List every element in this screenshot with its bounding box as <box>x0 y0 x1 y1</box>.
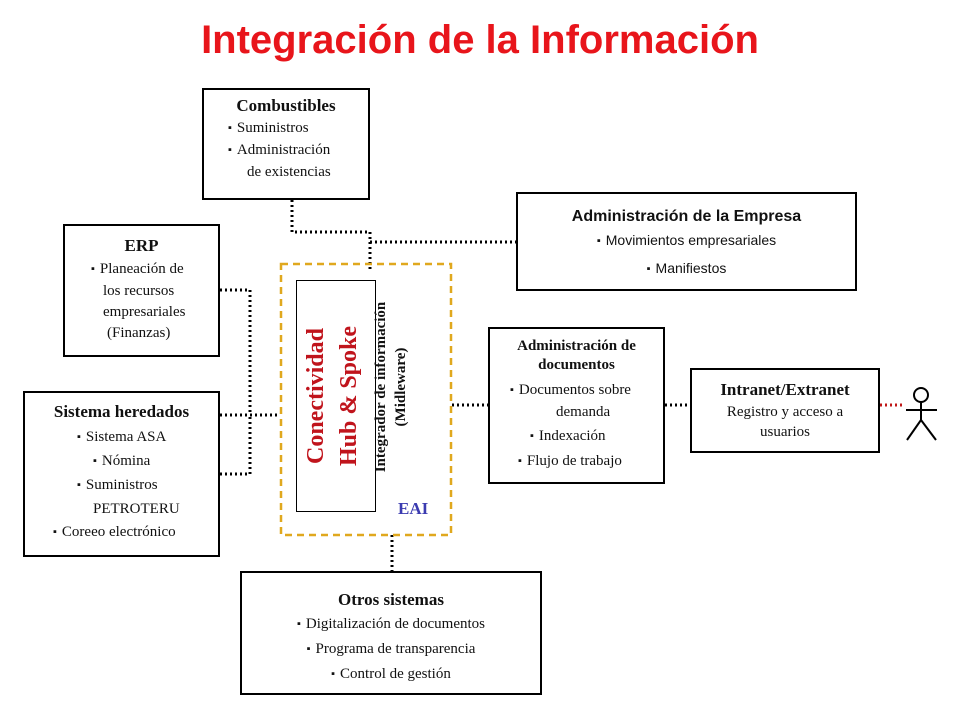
list-item-continuation: PETROTERU <box>93 501 180 517</box>
list-item: Sistema ASA <box>77 426 218 450</box>
list-item: Suministros <box>77 474 218 498</box>
eai-label: EAI <box>398 499 429 518</box>
erp-box: ERP Planeación de los recursos empresari… <box>63 224 220 357</box>
list-item-continuation: demanda <box>556 404 611 420</box>
documentos-title-line1: Administración de <box>517 338 636 354</box>
empresa-box: Administración de la Empresa Movimientos… <box>516 192 857 291</box>
link-heredados-lower <box>220 415 252 476</box>
middleware-line1: Integrador de información <box>373 301 389 473</box>
empresa-title: Administración de la Empresa <box>571 208 802 225</box>
intranet-line2: usuarios <box>760 424 810 440</box>
link-erp <box>220 288 280 417</box>
intranet-line1: Registro y acceso a <box>726 404 844 420</box>
hub-line2: Hub & Spoke <box>336 325 362 467</box>
heredados-title: Sistema heredados <box>53 402 190 421</box>
hub-line1: Conectividad <box>303 328 329 465</box>
middleware-line2: (Midleware) <box>393 347 409 427</box>
intranet-box: Intranet/Extranet Registro y acceso a us… <box>690 368 880 453</box>
list-item: Movimientos empresariales <box>518 230 855 253</box>
list-item: Flujo de trabajo <box>510 451 663 473</box>
combustibles-title: Combustibles <box>236 96 336 115</box>
list-item-continuation: (Finanzas) <box>107 325 171 341</box>
page-title: Integración de la Información <box>201 18 759 62</box>
middleware-label: Integrador de información (Midleware) <box>371 257 419 517</box>
heredados-box: Sistema heredados Sistema ASA Nómina Sum… <box>23 391 220 557</box>
list-item-continuation: de existencias <box>247 164 331 180</box>
list-item: Planeación de <box>91 259 218 281</box>
list-item: Administración <box>228 140 368 162</box>
list-item: Suministros <box>228 118 368 140</box>
intranet-title: Intranet/Extranet <box>720 380 850 399</box>
list-item: Indexación <box>510 426 663 448</box>
eai-boundary <box>279 262 453 537</box>
combustibles-box: Combustibles Suministros Administración … <box>202 88 370 200</box>
stick-figure-user-icon <box>906 387 937 441</box>
list-item-continuation: empresariales <box>103 304 186 320</box>
list-item: Control de gestión <box>242 662 540 687</box>
list-item: Programa de transparencia <box>242 637 540 662</box>
hub-spoke-box <box>296 280 376 512</box>
documentos-box: Administración de documentos Documentos … <box>488 327 665 484</box>
list-item: Digitalización de documentos <box>242 612 540 637</box>
link-combustibles <box>290 200 372 272</box>
erp-title: ERP <box>124 236 159 255</box>
list-item: Manifiestos <box>518 258 855 281</box>
list-item: Nómina <box>77 450 218 474</box>
otros-box: Otros sistemas Digitalización de documen… <box>240 571 542 695</box>
otros-title: Otros sistemas <box>338 590 444 609</box>
list-item-continuation: los recursos <box>103 283 175 299</box>
list-item: Coreeo electrónico <box>25 521 218 545</box>
hub-spoke-label: Conectividad Hub & Spoke <box>300 281 372 511</box>
list-item: Documentos sobre <box>510 380 663 402</box>
documentos-title-line2: documentos <box>538 357 615 373</box>
